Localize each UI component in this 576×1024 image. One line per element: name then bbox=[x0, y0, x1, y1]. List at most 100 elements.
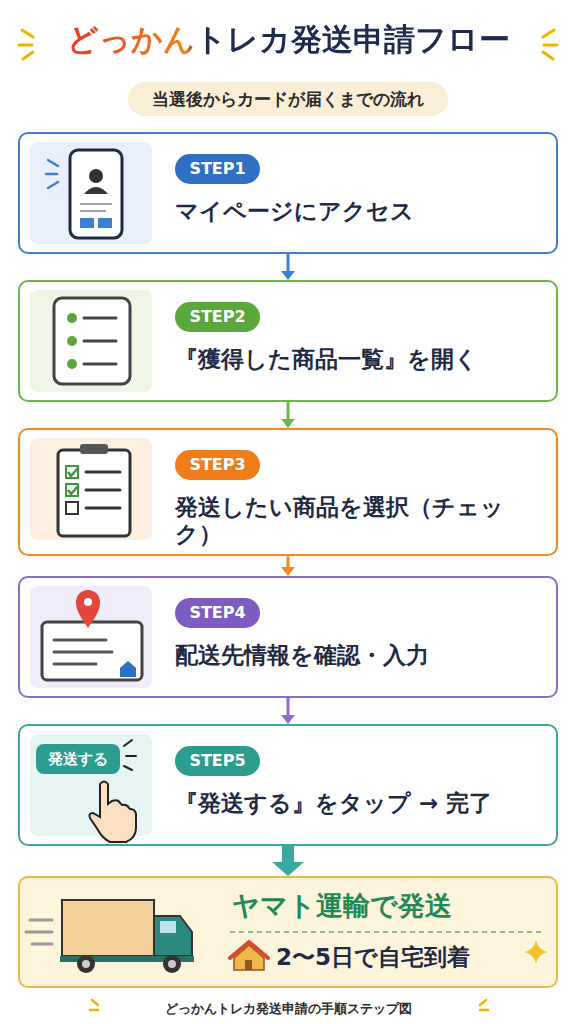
step-box: 配送先情報を確認・入力 STEP4 bbox=[18, 576, 558, 698]
caption: どっかんトレカ発送申請の手順ステップ図 bbox=[165, 1000, 412, 1018]
phone-icon bbox=[84, 187, 108, 194]
address-icon bbox=[42, 622, 142, 680]
subtitle-band: 当選後からカードが届くまでの流れ bbox=[128, 82, 448, 116]
text-slot: 『発送する』をタップ → 完了 bbox=[175, 790, 492, 818]
action-button: 発送する bbox=[36, 744, 120, 774]
arrow-head bbox=[281, 419, 295, 428]
icon-tiles bbox=[18, 142, 558, 988]
phone-icon bbox=[80, 204, 112, 211]
caption-sparks bbox=[90, 1000, 98, 1010]
text-slot: 『獲得した商品一覧』を開く bbox=[175, 346, 478, 374]
flow-line bbox=[282, 846, 294, 862]
icon-tiles bbox=[18, 876, 558, 988]
clipboard-icon bbox=[58, 450, 130, 536]
step-badge: STEP3 bbox=[175, 450, 260, 480]
node-text: 『獲得した商品一覧』を開く bbox=[175, 346, 478, 374]
clipboard-icon bbox=[66, 484, 78, 496]
text-slot: マイページにアクセス bbox=[175, 198, 414, 226]
truck-icon bbox=[26, 920, 52, 944]
list-icon bbox=[54, 298, 130, 384]
arrow-head bbox=[281, 567, 295, 576]
truck-icon bbox=[82, 960, 90, 968]
flow-arrow bbox=[272, 846, 304, 876]
truck-icon bbox=[160, 921, 176, 933]
icon-tiles bbox=[30, 290, 152, 392]
title-sparks bbox=[543, 52, 553, 59]
arrow-head bbox=[281, 271, 295, 280]
phone-icon bbox=[46, 160, 58, 188]
flow-line bbox=[287, 698, 290, 715]
list-icon bbox=[67, 336, 77, 346]
arrow-head bbox=[272, 862, 304, 876]
result-decoration bbox=[230, 942, 268, 958]
address-icon bbox=[42, 590, 142, 680]
title-sparks bbox=[543, 30, 554, 37]
node-text: マイページにアクセス bbox=[175, 198, 414, 226]
clipboard-icon bbox=[66, 502, 78, 514]
caption-sparks bbox=[480, 1000, 488, 1010]
text-slot: 発送したい商品を選択（チェック） bbox=[175, 494, 546, 548]
phone-icon bbox=[89, 169, 103, 183]
step-badge: STEP2 bbox=[175, 302, 260, 332]
list-icon bbox=[84, 318, 116, 364]
icon-tiles bbox=[30, 142, 152, 244]
step-box: 発送したい商品を選択（チェック） STEP3 bbox=[18, 428, 558, 556]
truck-icon bbox=[26, 900, 194, 973]
text-slot: 配送先情報を確認・入力 bbox=[175, 642, 429, 670]
address-icon bbox=[76, 590, 100, 628]
node-text: 発送したい商品を選択（チェック） bbox=[175, 494, 546, 548]
clipboard-icon bbox=[68, 468, 78, 476]
clipboard-icon bbox=[80, 444, 108, 454]
hand-icon bbox=[89, 782, 136, 843]
step-box: 『発送する』をタップ → 完了発送するSTEP5 bbox=[18, 724, 558, 846]
truck-icon bbox=[163, 955, 181, 973]
node-text: STEP4 bbox=[189, 603, 245, 622]
text-slot: ヤマト運輸で発送 bbox=[232, 890, 452, 922]
node-text: 配送先情報を確認・入力 bbox=[175, 642, 429, 670]
title-wrap: どっかんトレカ発送申請フロー bbox=[0, 20, 576, 59]
step-badge: STEP4 bbox=[175, 598, 260, 628]
list-icon bbox=[67, 313, 77, 323]
list-icon bbox=[54, 298, 130, 384]
step-badge: STEP1 bbox=[175, 154, 260, 184]
list-icon bbox=[67, 359, 77, 369]
result-box: ヤマト運輸で発送 2〜5日で自宅到着 bbox=[18, 876, 558, 988]
clipboard-icon bbox=[68, 486, 78, 494]
flow-line bbox=[287, 402, 290, 419]
arrow-head bbox=[281, 715, 295, 724]
flow-arrow bbox=[281, 402, 295, 428]
flow-arrow bbox=[281, 698, 295, 724]
result-decoration bbox=[230, 931, 545, 933]
truck-icon bbox=[168, 960, 176, 968]
truck-icon bbox=[154, 916, 192, 956]
title-sparks bbox=[544, 44, 557, 47]
node-text: 発送する bbox=[48, 750, 108, 768]
phone-icon bbox=[70, 150, 122, 238]
step-box: 『獲得した商品一覧』を開く STEP2 bbox=[18, 280, 558, 402]
node-text: STEP2 bbox=[189, 307, 245, 326]
caption-wrap: どっかんトレカ発送申請の手順ステップ図 bbox=[0, 998, 576, 1018]
clipboard-icon bbox=[66, 466, 78, 478]
node-text: STEP1 bbox=[189, 159, 245, 178]
hand-icon bbox=[124, 740, 136, 770]
text-slot: 2〜5日で自宅到着 bbox=[276, 944, 470, 972]
result-decoration bbox=[524, 940, 548, 964]
node-text: 『発送する』をタップ → 完了 bbox=[175, 790, 492, 818]
title-sparks bbox=[19, 44, 32, 47]
flow-line bbox=[287, 254, 290, 271]
flow-arrow bbox=[281, 254, 295, 280]
truck-icon bbox=[77, 955, 95, 973]
truck-icon bbox=[62, 900, 154, 956]
title-sparks bbox=[23, 52, 33, 59]
flow-line bbox=[287, 556, 290, 567]
title-sparks bbox=[22, 30, 33, 37]
step-box: マイページにアクセス STEP1 bbox=[18, 132, 558, 254]
node-text: 2〜5日で自宅到着 bbox=[276, 944, 470, 972]
clipboard-icon bbox=[58, 444, 130, 536]
clipboard-icon bbox=[86, 472, 120, 508]
icon-tiles bbox=[30, 586, 152, 688]
address-icon bbox=[120, 661, 136, 677]
phone-icon bbox=[98, 218, 112, 228]
result-decoration bbox=[245, 960, 252, 970]
